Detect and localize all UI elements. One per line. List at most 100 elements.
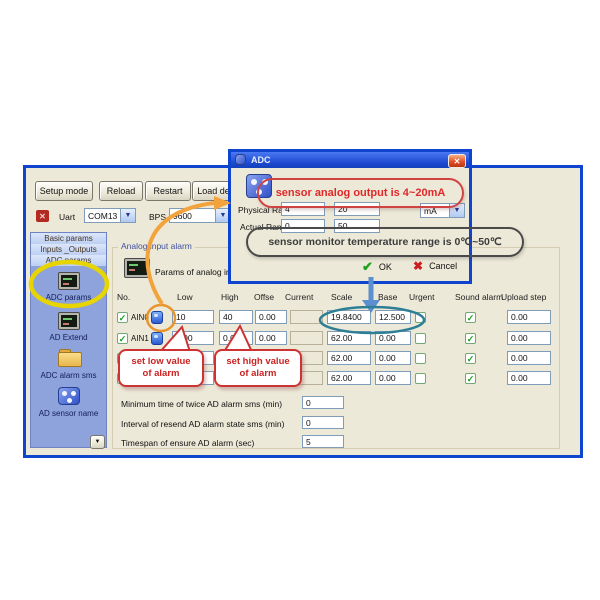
low-input[interactable]: 0.00 — [172, 331, 214, 345]
current-field — [290, 351, 323, 365]
col-header-base: Base — [378, 292, 398, 302]
reload-button[interactable]: Reload — [99, 181, 143, 201]
base-input[interactable]: 0.00 — [375, 351, 411, 365]
upload-step-input[interactable]: 0.00 — [507, 331, 551, 345]
base-input[interactable]: 0.00 — [375, 371, 411, 385]
high-input[interactable]: 0.00 — [219, 331, 253, 345]
sidebar-item-ad-sensor-name-label: AD sensor name — [38, 409, 99, 418]
high-input[interactable] — [219, 371, 253, 385]
dialog-icon — [235, 154, 246, 165]
resend-interval-input[interactable]: 0 — [302, 416, 344, 429]
low-input[interactable]: 10 — [172, 310, 214, 324]
min-time-input[interactable]: 0 — [302, 396, 344, 409]
chevron-down-icon: ▼ — [215, 209, 230, 222]
sidebar-item-ad-extend-label: AD Extend — [49, 333, 88, 342]
high-input[interactable]: 40 — [219, 310, 253, 324]
sound-alarm-checkbox[interactable]: ✓ — [465, 333, 476, 344]
ok-button[interactable]: ✔ OK — [362, 259, 392, 275]
physical-range-label: Physical Range — [238, 205, 298, 215]
row-label: AIN0 — [131, 313, 149, 322]
setting-label: Minimum time of twice AD alarm sms (min) — [121, 399, 283, 409]
urgent-checkbox[interactable] — [415, 333, 426, 344]
scale-input[interactable]: 62.00 — [327, 371, 371, 385]
ain1-config-button[interactable] — [151, 332, 163, 345]
close-icon[interactable]: ✕ — [448, 154, 466, 168]
unit-value: mA — [424, 205, 437, 216]
actual-max-input[interactable]: 50 — [334, 219, 380, 233]
col-header-offse: Offse — [254, 292, 275, 302]
col-header-urgent: Urgent — [409, 292, 435, 302]
upload-step-input[interactable]: 0.00 — [507, 351, 551, 365]
ain1-enable-checkbox[interactable]: ✓ — [117, 333, 128, 344]
bps-select[interactable]: 9600 ▼ — [169, 208, 231, 223]
chevron-down-icon: ▼ — [120, 209, 135, 222]
col-header-no: No. — [117, 292, 131, 302]
base-input[interactable]: 0.00 — [375, 331, 411, 345]
scale-input[interactable]: 62.00 — [327, 351, 371, 365]
sound-alarm-checkbox[interactable]: ✓ — [465, 312, 476, 323]
com-port-select[interactable]: COM13 ▼ — [84, 208, 136, 223]
col-header-high: High — [221, 292, 239, 302]
col-header-scale: Scale — [331, 292, 353, 302]
sidebar-item-adc-alarm-sms[interactable] — [58, 349, 82, 367]
uart-status-icon: ✕ — [36, 210, 49, 222]
timespan-input[interactable]: 5 — [302, 435, 344, 448]
offse-input[interactable]: 0.00 — [255, 310, 287, 324]
urgent-checkbox[interactable] — [415, 373, 426, 384]
restart-button[interactable]: Restart — [145, 181, 191, 201]
sound-alarm-checkbox[interactable]: ✓ — [465, 353, 476, 364]
setting-label: Interval of resend AD alarm state sms (m… — [121, 419, 285, 429]
sidebar-scroll-down-button[interactable]: ▼ — [90, 435, 105, 449]
adc-dialog: ADC ✕ Physical Range 4 20 mA ▼ Actual Ra… — [228, 149, 472, 284]
sound-alarm-checkbox[interactable]: ✓ — [465, 373, 476, 384]
sidebar-item-adc-params[interactable] — [58, 272, 80, 290]
unit-select[interactable]: mA ▼ — [420, 203, 465, 218]
low-input[interactable] — [172, 351, 214, 365]
high-input[interactable] — [219, 351, 253, 365]
ain0-enable-checkbox[interactable]: ✓ — [117, 312, 128, 323]
upload-step-input[interactable]: 0.00 — [507, 310, 551, 324]
setting-label: Timespan of ensure AD alarm (sec) — [121, 438, 255, 448]
sidebar-item-ad-extend[interactable] — [58, 312, 80, 330]
sidebar: Basic params Inputs _Outputs ADC params … — [30, 232, 107, 449]
ain0-config-button[interactable] — [151, 311, 163, 324]
offse-input[interactable] — [255, 371, 287, 385]
physical-max-input[interactable]: 20 — [334, 202, 380, 216]
uart-label: Uart — [59, 212, 76, 222]
cancel-label: Cancel — [429, 261, 458, 271]
sidebar-tab-adc-params[interactable]: ADC params — [31, 255, 106, 267]
actual-min-input[interactable]: 0 — [281, 219, 325, 233]
ok-label: OK — [378, 262, 392, 272]
current-field — [290, 371, 323, 385]
offse-input[interactable] — [255, 351, 287, 365]
col-header-sound-alarm: Sound alarm — [455, 292, 504, 302]
bps-value: 9600 — [173, 210, 192, 221]
ain3-enable-checkbox[interactable]: ✓ — [117, 373, 128, 384]
urgent-checkbox[interactable] — [415, 353, 426, 364]
cancel-x-icon: ✖ — [413, 259, 424, 273]
scale-input[interactable]: 62.00 — [327, 331, 371, 345]
bps-label: BPS — [149, 212, 167, 222]
params-icon — [124, 258, 150, 278]
current-field — [290, 310, 323, 324]
current-field — [290, 331, 323, 345]
upload-step-input[interactable]: 0.00 — [507, 371, 551, 385]
setup-mode-button[interactable]: Setup mode — [35, 181, 93, 201]
group-title: Analog input alarm — [118, 241, 195, 251]
ain2-enable-checkbox[interactable]: ✓ — [117, 353, 128, 364]
urgent-checkbox[interactable] — [415, 312, 426, 323]
sidebar-item-ad-sensor-name[interactable] — [58, 387, 80, 405]
offse-input[interactable]: 0.00 — [255, 331, 287, 345]
sensor-icon — [246, 174, 272, 198]
chevron-down-icon: ▼ — [449, 204, 464, 217]
physical-min-input[interactable]: 4 — [281, 202, 325, 216]
base-input[interactable]: 12.500 — [375, 310, 411, 324]
col-header-upload-step: Upload step — [501, 292, 547, 302]
sidebar-item-adc-params-label: ADC params — [45, 293, 92, 302]
scale-input[interactable]: 19.8400 — [327, 310, 371, 324]
ok-check-icon: ✔ — [362, 259, 373, 274]
dialog-titlebar: ADC ✕ — [231, 152, 469, 168]
low-input[interactable] — [172, 371, 214, 385]
cancel-button[interactable]: ✖ Cancel — [413, 259, 457, 273]
